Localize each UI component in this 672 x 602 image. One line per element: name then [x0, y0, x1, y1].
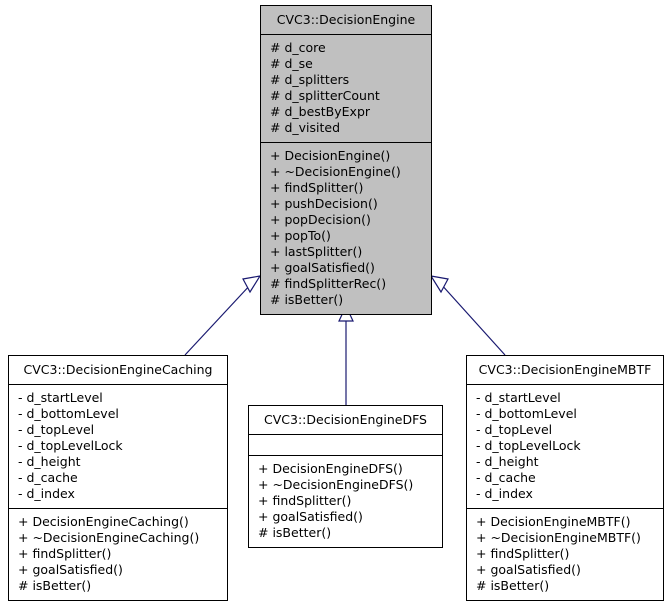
class-title-compartment: CVC3::DecisionEngineMBTF [467, 356, 663, 384]
class-box-decision-engine[interactable]: CVC3::DecisionEngine # d_core # d_se # d… [260, 5, 432, 315]
attribute-item: - d_bottomLevel [18, 406, 119, 421]
method-item: + goalSatisfied() [270, 260, 375, 275]
method-item: + DecisionEngineMBTF() [476, 514, 631, 529]
method-item: + pushDecision() [270, 196, 378, 211]
attribute-list: # d_core # d_se # d_splitters # d_splitt… [261, 35, 431, 142]
attribute-list: - d_startLevel - d_bottomLevel - d_topLe… [467, 385, 663, 508]
attribute-item: # d_splitters [270, 72, 350, 87]
method-item: + goalSatisfied() [18, 562, 123, 577]
method-list: + DecisionEngineMBTF() + ~DecisionEngine… [467, 509, 663, 600]
class-methods-compartment: + DecisionEngineMBTF() + ~DecisionEngine… [467, 508, 663, 600]
inheritance-edge-mbtf [429, 275, 506, 356]
method-item: + DecisionEngineCaching() [18, 514, 189, 529]
method-item: + ~DecisionEngineMBTF() [476, 530, 641, 545]
class-title-compartment: CVC3::DecisionEngineDFS [249, 406, 442, 434]
class-name-decision-engine-mbtf: CVC3::DecisionEngineMBTF [478, 362, 652, 377]
method-item: # isBetter() [258, 525, 332, 540]
method-item: + findSplitter() [18, 546, 112, 561]
method-item: + popDecision() [270, 212, 371, 227]
attribute-item: - d_startLevel [476, 390, 561, 405]
class-name-decision-engine-dfs: CVC3::DecisionEngineDFS [264, 412, 427, 427]
method-item: + findSplitter() [270, 180, 364, 195]
attribute-item: - d_topLevel [18, 422, 95, 437]
class-attributes-compartment: - d_startLevel - d_bottomLevel - d_topLe… [9, 384, 227, 508]
method-item: + findSplitter() [476, 546, 570, 561]
method-list: + DecisionEngineCaching() + ~DecisionEng… [9, 509, 227, 600]
class-title-compartment: CVC3::DecisionEngineCaching [9, 356, 227, 384]
method-item: + ~DecisionEngine() [270, 164, 401, 179]
attribute-item: # d_se [270, 56, 313, 71]
method-item: # isBetter() [476, 578, 550, 593]
class-box-decision-engine-caching[interactable]: CVC3::DecisionEngineCaching - d_startLev… [8, 355, 228, 601]
class-methods-compartment: + DecisionEngineCaching() + ~DecisionEng… [9, 508, 227, 600]
attribute-item: # d_core [270, 40, 326, 55]
class-attributes-compartment: # d_core # d_se # d_splitters # d_splitt… [261, 34, 431, 142]
method-item: + findSplitter() [258, 493, 352, 508]
class-name-decision-engine-caching: CVC3::DecisionEngineCaching [23, 362, 213, 377]
inheritance-edge-dfs [338, 304, 354, 405]
class-box-decision-engine-mbtf[interactable]: CVC3::DecisionEngineMBTF - d_startLevel … [466, 355, 664, 601]
method-list: + DecisionEngineDFS() + ~DecisionEngineD… [249, 456, 442, 547]
attribute-item: - d_startLevel [18, 390, 103, 405]
inheritance-edge-caching [184, 275, 262, 356]
method-item: + popTo() [270, 228, 331, 243]
class-methods-compartment: + DecisionEngineDFS() + ~DecisionEngineD… [249, 455, 442, 547]
attribute-item: # d_splitterCount [270, 88, 380, 103]
class-name-decision-engine: CVC3::DecisionEngine [276, 12, 416, 27]
attribute-item: - d_cache [476, 470, 536, 485]
attribute-item: - d_topLevelLock [476, 438, 581, 453]
attribute-item: - d_topLevelLock [18, 438, 123, 453]
method-item: + lastSplitter() [270, 244, 363, 259]
method-item: + DecisionEngine() [270, 148, 391, 163]
method-item: + goalSatisfied() [258, 509, 363, 524]
method-item: + goalSatisfied() [476, 562, 581, 577]
class-methods-compartment: + DecisionEngine() + ~DecisionEngine() +… [261, 142, 431, 314]
method-item: + ~DecisionEngineCaching() [18, 530, 200, 545]
attribute-item: - d_index [476, 486, 533, 501]
attribute-item: - d_topLevel [476, 422, 553, 437]
attribute-item: # d_bestByExpr [270, 104, 371, 119]
method-item: # isBetter() [270, 292, 344, 307]
class-box-decision-engine-dfs[interactable]: CVC3::DecisionEngineDFS + DecisionEngine… [248, 405, 443, 548]
method-item: # findSplitterRec() [270, 276, 387, 291]
method-item: + DecisionEngineDFS() [258, 461, 403, 476]
attribute-item: - d_index [18, 486, 75, 501]
method-item: # isBetter() [18, 578, 92, 593]
method-list: + DecisionEngine() + ~DecisionEngine() +… [261, 143, 431, 314]
attribute-item: - d_bottomLevel [476, 406, 577, 421]
attribute-list: - d_startLevel - d_bottomLevel - d_topLe… [9, 385, 227, 508]
attribute-item: - d_height [18, 454, 81, 469]
attribute-item: - d_cache [18, 470, 78, 485]
class-attributes-compartment [249, 434, 442, 455]
class-title-compartment: CVC3::DecisionEngine [261, 6, 431, 34]
attribute-item: # d_visited [270, 120, 341, 135]
attribute-list-empty [249, 435, 442, 455]
attribute-item: - d_height [476, 454, 539, 469]
method-item: + ~DecisionEngineDFS() [258, 477, 414, 492]
class-attributes-compartment: - d_startLevel - d_bottomLevel - d_topLe… [467, 384, 663, 508]
